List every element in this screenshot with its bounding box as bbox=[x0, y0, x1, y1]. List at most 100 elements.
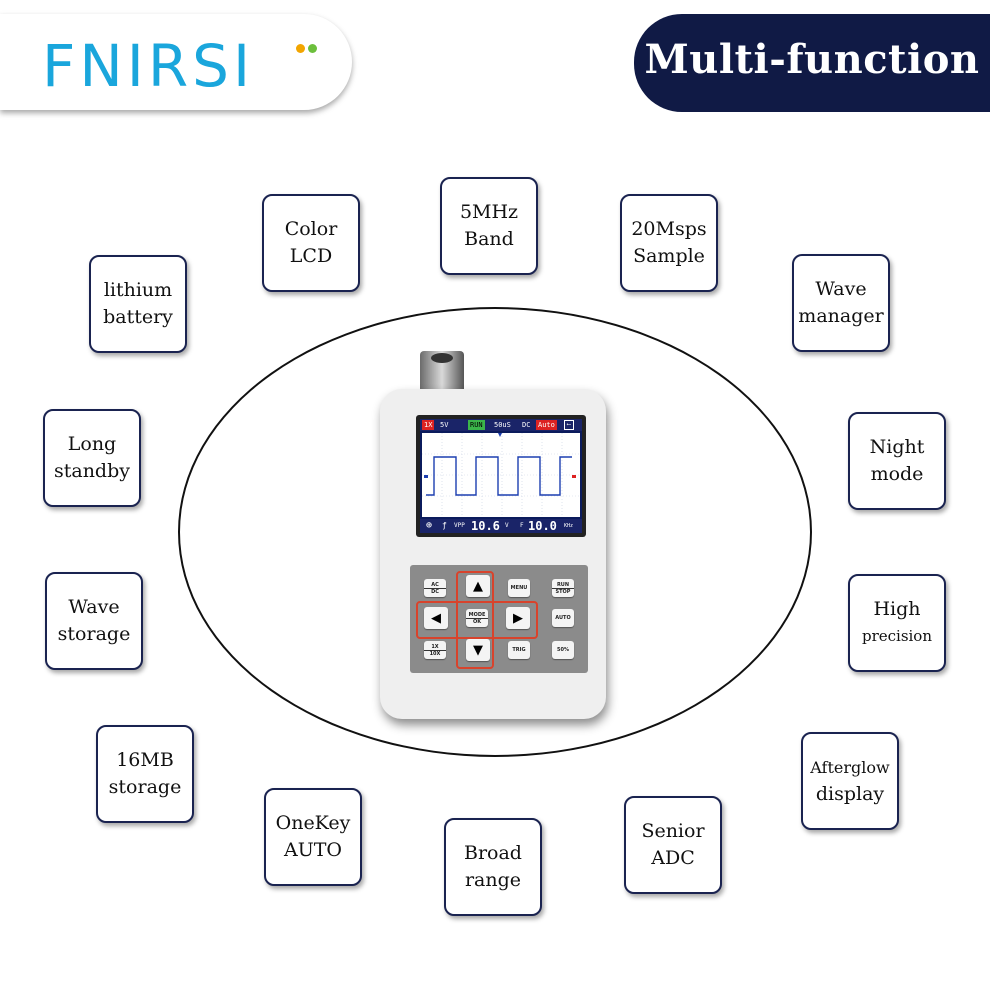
status-voltage: 5V bbox=[440, 421, 449, 429]
feature-wave-storage: Wave storage bbox=[45, 572, 143, 670]
bnc-pin bbox=[431, 353, 453, 363]
right-arrow-button[interactable]: ▶ bbox=[506, 607, 530, 629]
vpp-unit: V bbox=[505, 522, 509, 529]
feature-line-2: storage bbox=[108, 776, 182, 798]
logo-orange-dot bbox=[296, 44, 305, 53]
status-probe: 1X bbox=[422, 420, 435, 430]
brand-logo-text: FNIRSI bbox=[42, 32, 255, 100]
feature-broad-range: Broad range bbox=[444, 818, 542, 916]
feature-line-2: LCD bbox=[289, 245, 333, 267]
title-banner: Multi-function bbox=[634, 14, 990, 112]
back-icon: ⟵ bbox=[564, 420, 574, 430]
feature-line-1: Broad bbox=[464, 842, 522, 864]
feature-sample: 20Msps Sample bbox=[620, 194, 718, 292]
feature-long-standby: Long standby bbox=[43, 409, 141, 507]
down-arrow-icon: ▼ bbox=[473, 642, 483, 658]
key-label: 50% bbox=[557, 647, 569, 653]
acdc-button[interactable]: AC DC bbox=[424, 579, 446, 597]
device-screen: 1X 5V RUN 50uS DC Auto ⟵ ⊕ ƒ VPP 10.6 V … bbox=[420, 419, 582, 533]
feature-line-1: Wave bbox=[815, 278, 867, 300]
feature-line-1: Afterglow bbox=[810, 758, 890, 777]
device-keypad: AC DC ▲ MENU RUN STOP ◀ MODE OK ▶ AUTO 1… bbox=[410, 565, 588, 673]
status-trigger-mode: Auto bbox=[536, 420, 557, 430]
right-arrow-icon: ▶ bbox=[513, 610, 523, 626]
key-label-top: 1X bbox=[431, 643, 439, 650]
key-label-top: RUN bbox=[556, 581, 570, 588]
down-arrow-button[interactable]: ▼ bbox=[466, 639, 490, 661]
feature-band: 5MHz Band bbox=[440, 177, 538, 275]
status-timebase: 50uS bbox=[494, 421, 511, 429]
feature-high-precision: High precision bbox=[848, 574, 946, 672]
feature-afterglow-display: Afterglow display bbox=[801, 732, 899, 830]
runstop-button[interactable]: RUN STOP bbox=[552, 579, 574, 597]
feature-line-2: storage bbox=[57, 623, 131, 645]
logo-green-dot bbox=[308, 44, 317, 53]
feature-line-2: Sample bbox=[633, 245, 705, 267]
feature-16mb-storage: 16MB storage bbox=[96, 725, 194, 823]
key-label: AUTO bbox=[555, 615, 571, 621]
up-arrow-icon: ▲ bbox=[473, 578, 483, 594]
feature-line-2: battery bbox=[103, 306, 173, 328]
key-label-bottom: DC bbox=[424, 587, 446, 595]
menu-button[interactable]: MENU bbox=[508, 579, 530, 597]
left-arrow-button[interactable]: ◀ bbox=[424, 607, 448, 629]
key-label-top: MODE bbox=[468, 611, 486, 618]
trigger-edge-icon: ƒ bbox=[442, 521, 447, 530]
fifty-percent-button[interactable]: 50% bbox=[552, 641, 574, 659]
left-arrow-icon: ◀ bbox=[431, 610, 441, 626]
feature-line-2: precision bbox=[861, 627, 933, 645]
screen-measure-bar: ⊕ ƒ VPP 10.6 V F 10.0 KHz bbox=[420, 519, 582, 533]
auto-button[interactable]: AUTO bbox=[552, 609, 574, 627]
trig-button[interactable]: TRIG bbox=[508, 641, 530, 659]
feature-line-1: 5MHz bbox=[459, 201, 519, 223]
feature-line-1: Senior bbox=[641, 820, 705, 842]
key-label-bottom: OK bbox=[466, 617, 488, 625]
brand-logo-pill: FNIRSI bbox=[0, 14, 352, 110]
key-label: MENU bbox=[510, 585, 528, 591]
feature-lithium-battery: lithium battery bbox=[89, 255, 187, 353]
feature-line-2: mode bbox=[870, 463, 924, 485]
feature-line-1: 16MB bbox=[116, 749, 174, 771]
vpp-value: 10.6 bbox=[471, 519, 500, 533]
feature-line-1: 20Msps bbox=[631, 218, 707, 240]
banner-title: Multi-function bbox=[644, 36, 980, 83]
feature-line-1: Night bbox=[869, 436, 925, 458]
waveform-svg bbox=[422, 433, 580, 517]
key-label-bottom: 10X bbox=[424, 649, 446, 657]
feature-line-1: lithium bbox=[103, 279, 173, 301]
feature-line-1: Wave bbox=[68, 596, 120, 618]
waveform-plot bbox=[422, 433, 580, 517]
key-label-top: AC bbox=[431, 581, 439, 588]
freq-unit: KHz bbox=[564, 523, 574, 529]
feature-line-2: AUTO bbox=[284, 839, 342, 861]
feature-line-2: range bbox=[464, 869, 522, 891]
feature-senior-adc: Senior ADC bbox=[624, 796, 722, 894]
status-run: RUN bbox=[468, 420, 485, 430]
probe-ratio-button[interactable]: 1X 10X bbox=[424, 641, 446, 659]
feature-onekey-auto: OneKey AUTO bbox=[264, 788, 362, 886]
freq-label: F bbox=[520, 522, 524, 529]
feature-line-2: Band bbox=[464, 228, 514, 250]
crosshair-icon: ⊕ bbox=[426, 520, 433, 531]
feature-color-lcd: Color LCD bbox=[262, 194, 360, 292]
vpp-label: VPP bbox=[454, 522, 465, 529]
screen-status-bar: 1X 5V RUN 50uS DC Auto ⟵ bbox=[420, 419, 582, 431]
feature-line-1: Long bbox=[67, 433, 117, 455]
dpad-outline-horizontal bbox=[416, 601, 538, 639]
feature-line-2: ADC bbox=[651, 847, 695, 869]
feature-line-2: display bbox=[815, 783, 885, 805]
feature-wave-manager: Wave manager bbox=[792, 254, 890, 352]
device-ellipse bbox=[178, 307, 812, 757]
freq-value: 10.0 bbox=[528, 519, 557, 533]
key-label-bottom: STOP bbox=[552, 587, 574, 595]
feature-line-2: standby bbox=[53, 460, 130, 482]
key-label: TRIG bbox=[512, 647, 526, 653]
feature-night-mode: Night mode bbox=[848, 412, 946, 510]
feature-line-1: Color bbox=[284, 218, 338, 240]
dpad-outline-vertical bbox=[456, 571, 494, 669]
feature-line-1: High bbox=[873, 598, 921, 620]
up-arrow-button[interactable]: ▲ bbox=[466, 575, 490, 597]
modeok-button[interactable]: MODE OK bbox=[466, 609, 488, 627]
feature-line-1: OneKey bbox=[275, 812, 351, 834]
feature-line-2: manager bbox=[798, 305, 884, 327]
